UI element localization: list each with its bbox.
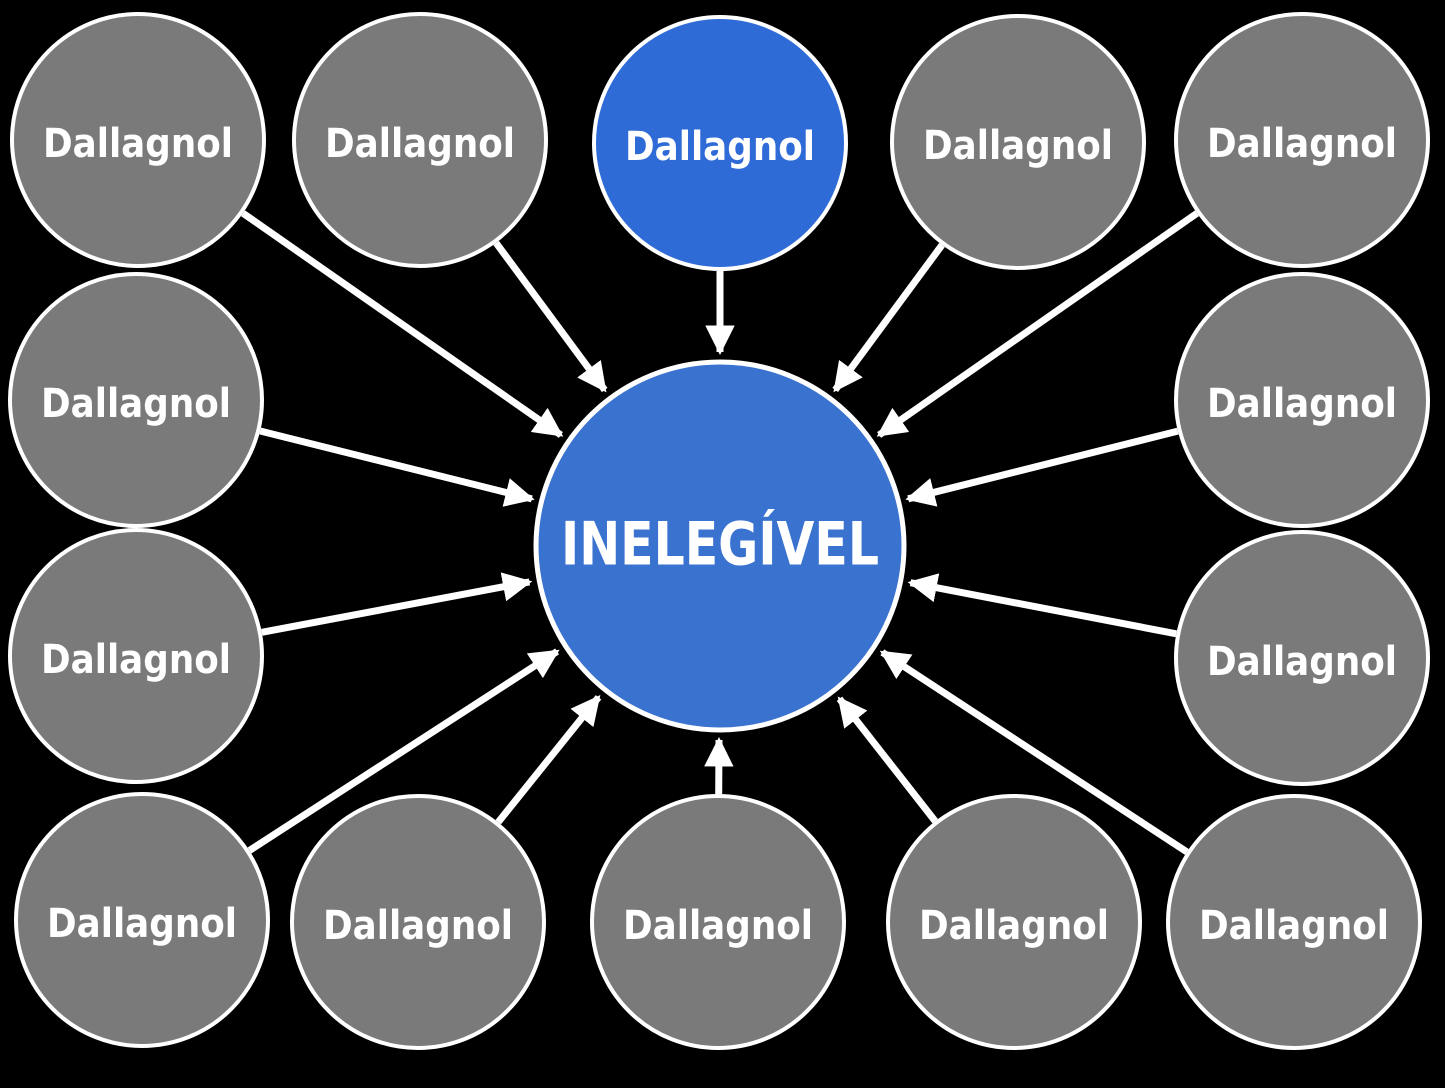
arrow-11	[495, 695, 602, 825]
node-label: Dallagnol	[47, 901, 237, 947]
node-11: Dallagnol	[290, 794, 546, 1050]
node-3: Dallagnol	[592, 15, 848, 271]
arrow-1	[240, 210, 564, 438]
node-14: Dallagnol	[1166, 794, 1422, 1050]
node-label: Dallagnol	[1207, 121, 1397, 167]
arrow-10	[247, 648, 560, 854]
node-label: Dallagnol	[923, 123, 1113, 169]
center-circle	[533, 359, 907, 733]
arrow-8	[261, 572, 533, 636]
node-circle	[886, 794, 1142, 1050]
arrow-7	[905, 427, 1179, 507]
node-8: Dallagnol	[8, 528, 264, 784]
node-circle	[1174, 12, 1430, 268]
node-13: Dallagnol	[886, 794, 1142, 1050]
node-circle	[890, 14, 1146, 270]
node-4: Dallagnol	[890, 14, 1146, 270]
node-label: Dallagnol	[625, 124, 815, 170]
node-7: Dallagnol	[1174, 272, 1430, 528]
node-label: Dallagnol	[41, 381, 231, 427]
node-label: Dallagnol	[325, 121, 515, 167]
arrow-9	[907, 573, 1177, 638]
node-label: Dallagnol	[1207, 639, 1397, 685]
node-label: Dallagnol	[1207, 381, 1397, 427]
arrow-13	[836, 696, 938, 824]
arrows-layer	[240, 210, 1200, 855]
node-label: Dallagnol	[919, 903, 1109, 949]
node-label: Dallagnol	[1199, 903, 1389, 949]
node-circle	[292, 12, 548, 268]
node-label: Dallagnol	[43, 121, 233, 167]
node-circle	[1166, 794, 1422, 1050]
center-label: INELEGÍVEL	[561, 508, 879, 580]
node-5: Dallagnol	[1174, 12, 1430, 268]
node-circle	[590, 794, 846, 1050]
arrow-14	[879, 649, 1189, 855]
node-9: Dallagnol	[1174, 530, 1430, 786]
node-label: Dallagnol	[623, 903, 813, 949]
arrow-2	[493, 240, 608, 393]
node-label: Dallagnol	[41, 637, 231, 683]
node-6: Dallagnol	[8, 272, 264, 528]
node-circle	[8, 272, 264, 528]
node-circle	[592, 15, 848, 271]
node-12: Dallagnol	[590, 794, 846, 1050]
arrow-6	[259, 427, 535, 507]
node-circle	[14, 792, 270, 1048]
node-10: Dallagnol	[14, 792, 270, 1048]
node-2: Dallagnol	[292, 12, 548, 268]
node-1: Dallagnol	[10, 12, 266, 268]
node-circle	[1174, 530, 1430, 786]
node-circle	[290, 794, 546, 1050]
node-circle	[10, 12, 266, 268]
arrow-5	[876, 210, 1200, 438]
arrow-4	[832, 242, 945, 393]
node-label: Dallagnol	[323, 903, 513, 949]
center-node: INELEGÍVEL	[533, 359, 907, 733]
node-circle	[1174, 272, 1430, 528]
node-circle	[8, 528, 264, 784]
